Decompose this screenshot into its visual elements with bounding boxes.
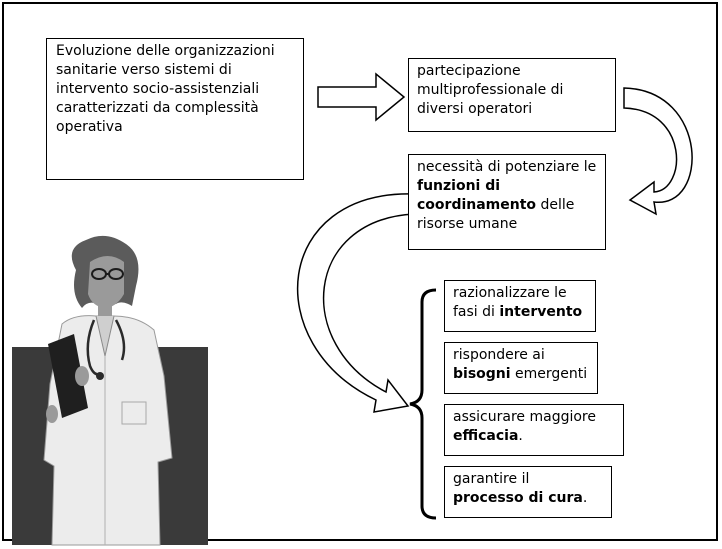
outcome-box: garantire il processo di cura. [444,466,612,518]
necessita-text-after: delle risorse umane [417,197,575,232]
outcome-text-bold: processo di cura [453,490,583,506]
outcome-text-before: rispondere ai [453,347,545,363]
box-necessita: necessità di potenziare le funzioni di c… [408,154,606,250]
curly-brace [409,288,437,520]
box-evoluzione: Evoluzione delle organizzazioni sanitari… [46,38,304,180]
outcome-text-after: . [582,490,588,506]
clipboard-icon [48,334,88,418]
curved-arrow-icon-1 [623,87,693,216]
outcome-box: assicurare maggiore efficacia. [444,404,624,456]
right-arrow-icon [317,72,406,122]
outcome-box: razionalizzare le fasi di intervento [444,280,596,332]
glasses-icon [91,268,124,280]
doctor-illustration [12,235,208,546]
outcome-text-after: emergenti [510,366,588,382]
outcome-box: rispondere ai bisogni emergenti [444,342,598,394]
outcome-text-bold: intervento [499,304,583,320]
evoluzione-text: Evoluzione delle organizzazioni sanitari… [56,43,275,135]
box-partecipazione: partecipazione multiprofessionale di div… [408,58,616,132]
outcome-text-before: garantire il [453,471,530,487]
outcome-text-bold: bisogni [453,366,511,382]
necessita-text-before: necessità di potenziare le [417,159,597,175]
outcome-text-after: . [518,428,523,444]
partecipazione-text: partecipazione multiprofessionale di div… [417,63,564,117]
outcome-text-bold: efficacia [453,428,519,444]
curved-arrow-icon-2 [297,193,415,413]
outcome-text-before: razionalizzare le fasi di [453,285,567,320]
necessita-text-bold: funzioni di coordinamento [417,178,537,213]
flow-arrows [297,72,693,520]
outcome-text-before: assicurare maggiore [453,409,596,425]
